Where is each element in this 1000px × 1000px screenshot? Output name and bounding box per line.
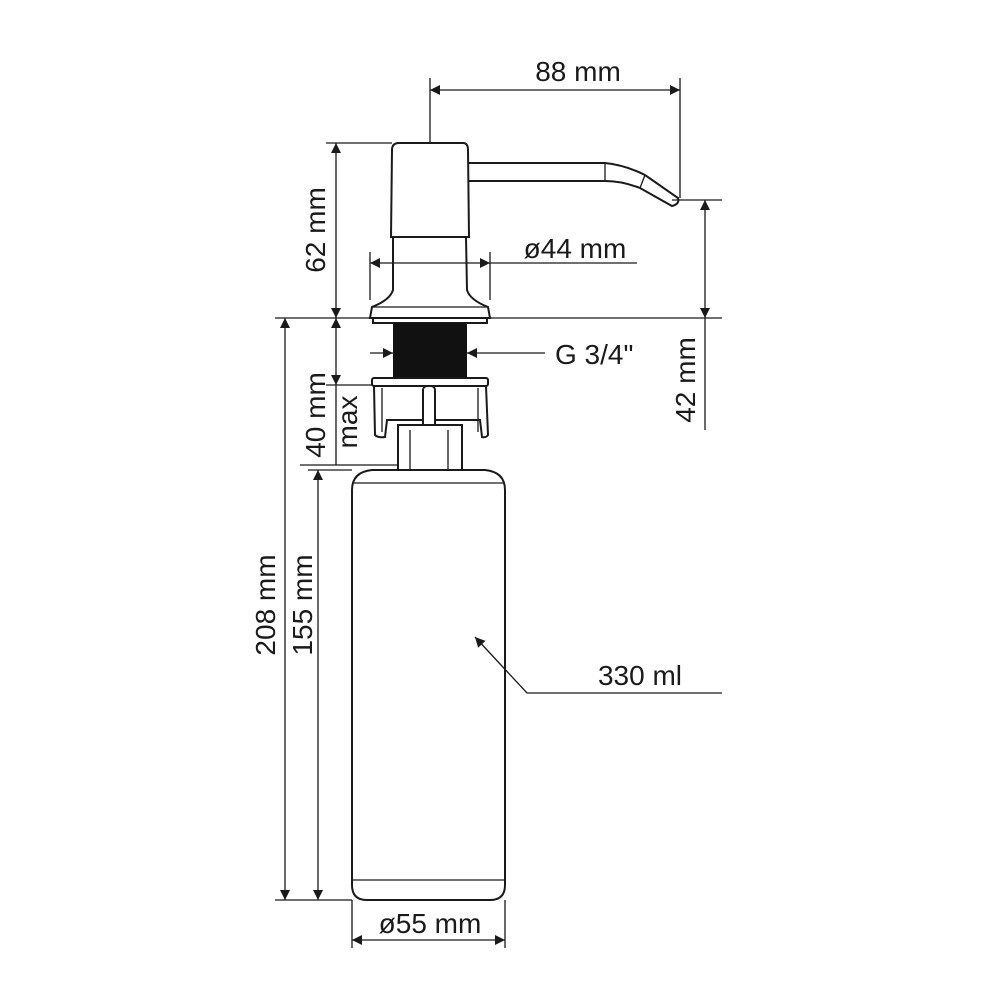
pump-neck: [368, 236, 492, 319]
label-44: ø44 mm: [524, 233, 627, 264]
pump-button: [389, 142, 471, 238]
threaded-shank: [393, 323, 467, 378]
label-42: 42 mm: [670, 337, 701, 423]
mounting-nut: [371, 377, 490, 439]
label-thread: G 3/4": [555, 339, 633, 370]
label-40: 40 mm: [300, 372, 331, 458]
bottle-cap: [397, 424, 463, 471]
bottle: [351, 469, 506, 901]
label-55: ø55 mm: [379, 908, 482, 939]
dimension-lines: [280, 85, 722, 945]
volume-leader: [474, 636, 722, 694]
label-155: 155 mm: [287, 554, 318, 655]
flange: [372, 317, 488, 324]
extension-lines: [275, 78, 722, 948]
label-208: 208 mm: [250, 554, 281, 655]
spout: [467, 162, 680, 208]
label-volume: 330 ml: [598, 660, 682, 691]
label-62: 62 mm: [300, 187, 331, 273]
label-max: max: [332, 396, 363, 449]
label-88: 88 mm: [535, 56, 621, 87]
